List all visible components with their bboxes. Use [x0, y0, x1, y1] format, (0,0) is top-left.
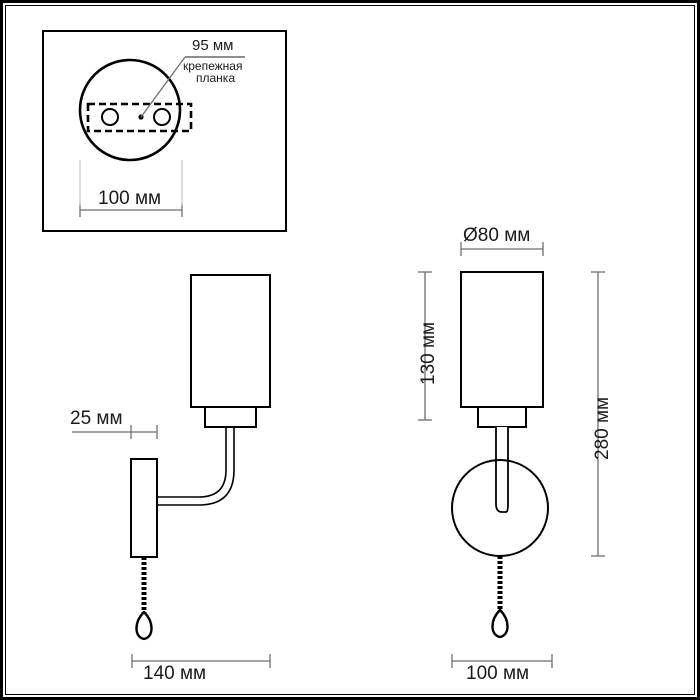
shade-height-label: 130 мм — [418, 321, 439, 385]
side-chain-pendant — [135, 610, 153, 641]
side-socket-collar — [204, 406, 257, 428]
side-shade — [190, 274, 271, 408]
mounting-bracket-callout-line2: планка — [196, 71, 235, 85]
front-width-label: 100 мм — [466, 663, 530, 684]
projection-label: 25 мм — [70, 408, 123, 429]
inset-diameter-label: 95 мм — [192, 37, 234, 54]
inset-width-label: 100 мм — [98, 188, 162, 209]
side-wall-plate — [130, 458, 158, 558]
mounting-bracket-dashed-rect — [86, 102, 193, 133]
mounting-bracket-callout-line1: крепежная — [183, 59, 243, 73]
shade-diameter-label: Ø80 мм — [463, 225, 531, 246]
side-arm-outer — [157, 427, 227, 498]
front-stem — [495, 427, 509, 513]
front-chain-pendant — [491, 608, 509, 639]
front-view-group — [418, 242, 605, 668]
side-width-label: 140 мм — [143, 663, 207, 684]
screw-hole-left — [101, 108, 119, 126]
total-height-label: 280 мм — [592, 396, 613, 460]
side-arm-inner — [157, 427, 235, 506]
screw-hole-right — [153, 108, 171, 126]
callout-leader-line — [140, 56, 186, 118]
front-socket-collar — [477, 406, 527, 428]
canopy-circle — [78, 58, 182, 162]
inset-detail-group — [42, 30, 287, 232]
side-view-group — [72, 274, 271, 668]
front-shade — [460, 271, 544, 408]
